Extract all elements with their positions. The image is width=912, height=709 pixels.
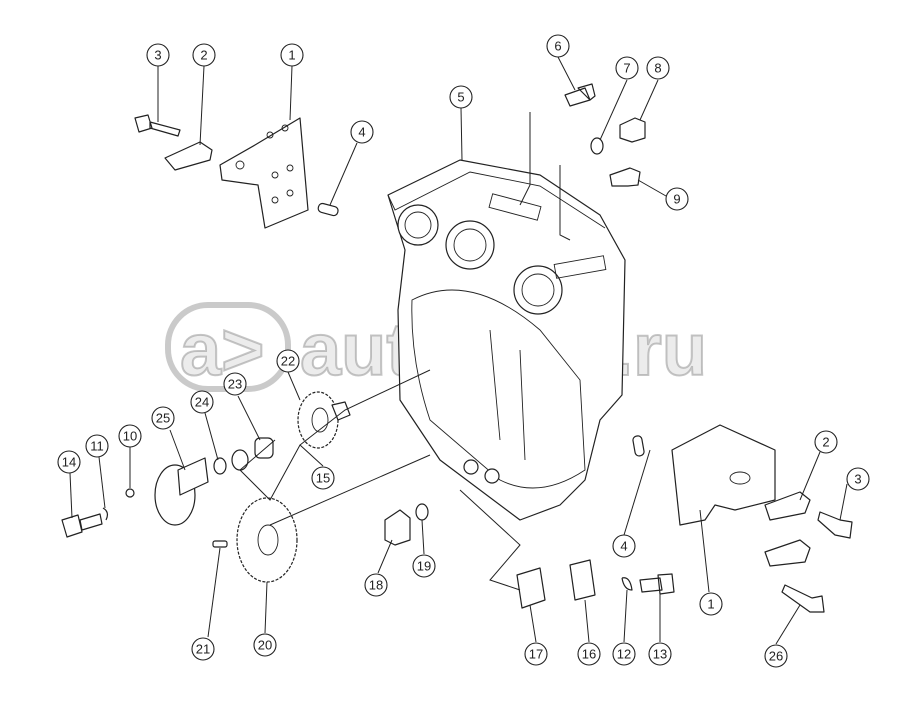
svg-text:21: 21 <box>196 642 210 657</box>
callout-1-right: 1 <box>699 592 723 616</box>
svg-text:11: 11 <box>90 439 104 454</box>
svg-text:4: 4 <box>620 539 627 554</box>
key-21 <box>212 540 228 548</box>
svg-text:26: 26 <box>769 649 783 664</box>
callout-19: 19 <box>412 554 436 578</box>
washer-19 <box>415 503 429 521</box>
callout-15: 15 <box>311 466 335 490</box>
svg-text:12: 12 <box>617 647 631 662</box>
callout-5: 5 <box>449 85 473 109</box>
callout-24: 24 <box>190 390 214 414</box>
svg-text:9: 9 <box>673 192 680 207</box>
svg-text:5: 5 <box>457 90 464 105</box>
svg-text:25: 25 <box>156 411 170 426</box>
callout-3-right: 3 <box>846 467 870 491</box>
callout-14: 14 <box>57 450 81 474</box>
plug-8 <box>619 117 646 143</box>
callout-12: 12 <box>612 642 636 666</box>
callout-18: 18 <box>364 573 388 597</box>
bolt-right-3 <box>817 511 853 539</box>
svg-text:3: 3 <box>854 472 861 487</box>
svg-text:2: 2 <box>200 48 207 63</box>
callout-4-right: 4 <box>612 534 636 558</box>
callout-25: 25 <box>151 406 175 430</box>
svg-text:24: 24 <box>195 395 209 410</box>
callout-20: 20 <box>253 633 277 657</box>
svg-text:17: 17 <box>529 647 543 662</box>
svg-text:3: 3 <box>154 48 161 63</box>
washer-7 <box>590 137 604 155</box>
washer-24 <box>213 457 227 475</box>
callout-17: 17 <box>524 642 548 666</box>
dowel-pin-left <box>317 202 339 217</box>
bearing-15a <box>331 401 351 421</box>
dowel-pin-right <box>632 435 645 457</box>
callout-13: 13 <box>648 642 672 666</box>
lock-plate-left <box>164 141 213 171</box>
gear-22 <box>297 391 339 449</box>
svg-text:7: 7 <box>623 61 630 76</box>
svg-text:16: 16 <box>582 647 596 662</box>
bolt-26 <box>781 584 825 613</box>
callout-21: 21 <box>191 637 215 661</box>
svg-text:1: 1 <box>288 48 295 63</box>
callout-2-right: 2 <box>814 430 838 454</box>
ring-15b <box>231 449 249 471</box>
circlip-11 <box>102 507 109 521</box>
bolt-9 <box>609 167 641 187</box>
callout-2: 2 <box>192 43 216 67</box>
callout-7: 7 <box>615 56 639 80</box>
svg-text:18: 18 <box>369 578 383 593</box>
plug-18 <box>384 509 411 546</box>
lock-plate-right-b <box>764 539 811 567</box>
svg-text:8: 8 <box>654 61 661 76</box>
lock-plate-right-a <box>764 491 811 521</box>
cover-17 <box>516 567 546 609</box>
callout-9: 9 <box>665 187 689 211</box>
callout-1: 1 <box>280 43 304 67</box>
idler-shaft-25 <box>154 457 209 526</box>
cover-16 <box>569 559 596 601</box>
gear-housing <box>387 159 626 521</box>
svg-text:22: 22 <box>281 354 295 369</box>
callout-10: 10 <box>118 424 142 448</box>
bracket-left <box>219 117 309 229</box>
bracket-right <box>671 424 776 526</box>
leader-lines <box>69 56 848 645</box>
callout-11: 11 <box>85 434 109 458</box>
bolt-13 <box>639 573 675 595</box>
svg-text:10: 10 <box>123 429 137 444</box>
svg-text:2: 2 <box>822 435 829 450</box>
svg-text:14: 14 <box>62 455 76 470</box>
bolt-left <box>134 114 181 137</box>
watermark-logo-text: a> <box>180 308 264 391</box>
ball-10 <box>125 488 135 498</box>
svg-text:20: 20 <box>258 638 272 653</box>
bolt-6 <box>564 83 596 107</box>
svg-text:19: 19 <box>417 559 431 574</box>
svg-text:1: 1 <box>707 597 714 612</box>
svg-text:15: 15 <box>316 471 330 486</box>
gear-20 <box>236 497 298 583</box>
svg-text:13: 13 <box>653 647 667 662</box>
svg-text:4: 4 <box>358 125 365 140</box>
callout-26: 26 <box>764 644 788 668</box>
callout-23: 23 <box>223 372 247 396</box>
callout-16: 16 <box>577 642 601 666</box>
washer-12 <box>621 577 633 591</box>
callout-3: 3 <box>146 43 170 67</box>
bolt-14 <box>61 513 103 538</box>
svg-text:6: 6 <box>554 39 561 54</box>
callout-4: 4 <box>350 120 374 144</box>
svg-text:23: 23 <box>228 377 242 392</box>
callout-22: 22 <box>276 349 300 373</box>
callout-8: 8 <box>646 56 670 80</box>
callout-6: 6 <box>546 34 570 58</box>
